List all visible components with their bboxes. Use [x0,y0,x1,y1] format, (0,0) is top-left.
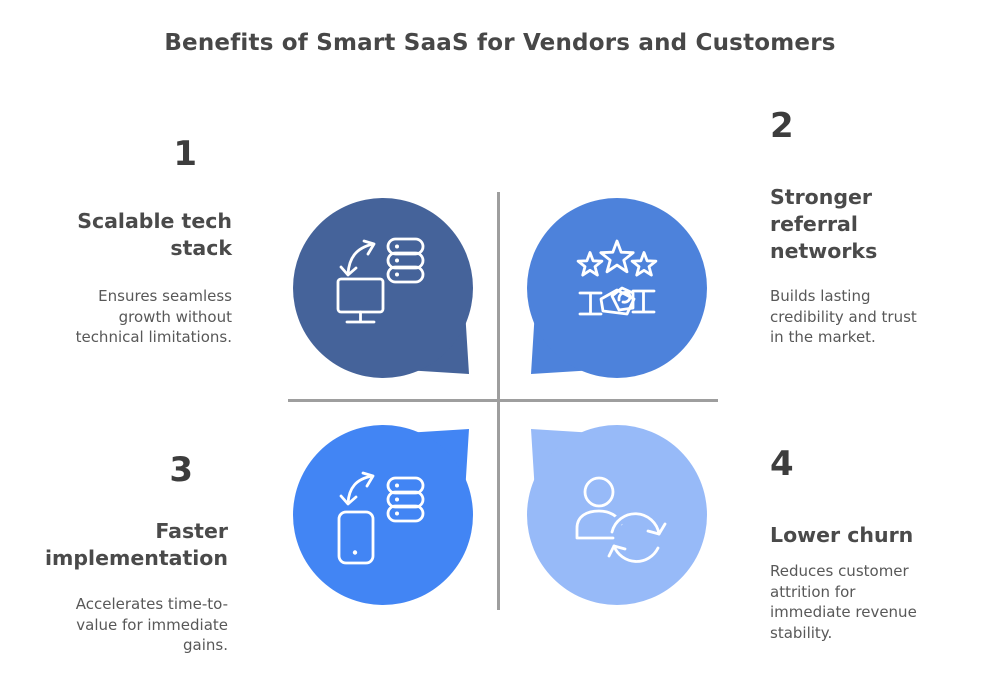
quadrant-4-heading: Lower churn [770,523,914,547]
quadrant-3-body: Accelerates time-to- value for immediate… [75,595,228,654]
quadrant-1-number: 1 [173,134,197,174]
quadrant-2-body: Builds lasting credibility and trust in … [770,287,917,346]
quadrant-2-heading: Stronger referral networks [770,185,878,263]
quadrant-1-heading: Scalable tech stack [77,209,232,260]
stars-handshake-icon [576,239,658,316]
quadrant-4-number: 4 [770,444,794,484]
tablet-server-sync-icon [337,471,425,565]
desktop-server-sync-icon [336,237,425,324]
bubble-stronger-referral-networks [525,196,709,380]
quadrant-4-body: Reduces customer attrition for immediate… [770,562,917,642]
quadrant-4-text-block: 4 Lower churn Reduces customer attrition… [770,444,986,643]
quadrant-3-text-block: 3 Faster implementation Accelerates time… [30,450,228,656]
page-title: Benefits of Smart SaaS for Vendors and C… [164,30,836,56]
quadrant-1-text-block: 1 Scalable tech stack Ensures seamless g… [30,134,232,348]
bubble-lower-churn [525,423,709,607]
bubble-faster-implementation [291,423,475,607]
quadrant-3-number: 3 [169,450,193,490]
divider-horizontal [288,399,718,402]
quadrant-3-heading: Faster implementation [45,519,228,570]
customer-refresh-icon [575,476,667,567]
quadrant-2-text-block: 2 Stronger referral networks Builds last… [770,106,986,348]
bubble-scalable-tech-stack [291,196,475,380]
quadrant-1-body: Ensures seamless growth without technica… [75,287,232,346]
quadrant-2-number: 2 [770,106,794,146]
